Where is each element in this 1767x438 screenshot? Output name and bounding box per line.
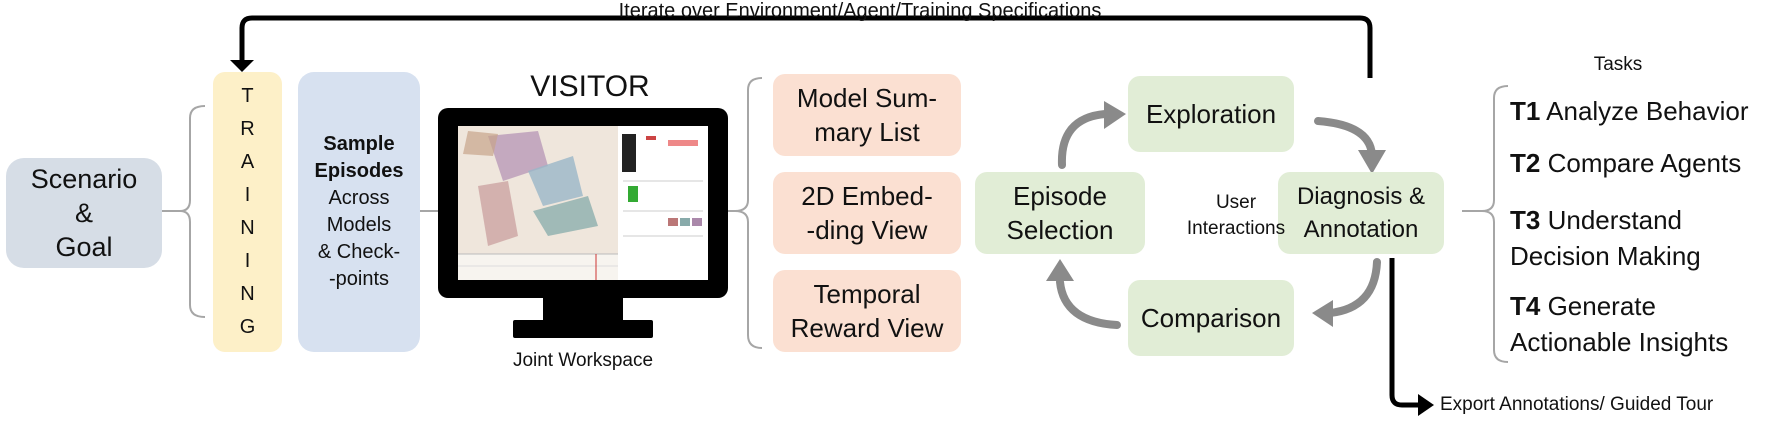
training-bracket xyxy=(179,105,206,318)
views-bracket xyxy=(734,77,763,349)
training-letter: G xyxy=(239,316,256,338)
training-letter: R xyxy=(240,118,255,140)
temporal-reward-view-box: Temporal Reward View xyxy=(773,270,961,352)
task-text: Compare Agents xyxy=(1547,148,1742,178)
view-3-line-2: Reward View xyxy=(790,313,944,343)
sample-line-1: Across xyxy=(328,187,390,209)
task-text-line-2: Actionable Insights xyxy=(1510,327,1729,357)
task-id: T1 xyxy=(1510,96,1541,126)
cycle-arrowhead-exploration xyxy=(1104,101,1126,129)
cycle-arrowhead-diagnosis xyxy=(1358,150,1386,174)
iterate-loop-arrow xyxy=(239,15,1373,60)
diagnosis-line-2: Annotation xyxy=(1303,216,1419,243)
sample-title-line-2: Episodes xyxy=(314,160,404,182)
cycle-arrow-to-diagnosis xyxy=(1314,117,1376,159)
task-id: T4 xyxy=(1510,291,1541,321)
episode-selection-box: Episode Selection xyxy=(975,172,1145,254)
visitor-title: VISITOR xyxy=(530,70,650,103)
training-letter: T xyxy=(241,85,254,107)
task-id: T2 xyxy=(1510,148,1541,178)
iterate-loop-arrowhead xyxy=(230,60,254,72)
episode-selection-line-2: Selection xyxy=(1006,215,1114,245)
task-text-line-1: Generate xyxy=(1547,291,1656,321)
export-arrowhead xyxy=(1418,394,1434,416)
monitor-caption: Joint Workspace xyxy=(512,350,654,371)
view-2-line-1: 2D Embed- xyxy=(801,181,933,211)
export-label: Export Annotations/ Guided Tour xyxy=(1440,394,1714,415)
tasks-bracket xyxy=(1481,85,1509,363)
exploration-label: Exploration xyxy=(1145,99,1277,129)
cycle-arrow-to-comparison xyxy=(1326,258,1381,317)
training-letter: I xyxy=(244,250,251,272)
diagnosis-annotation-box: Diagnosis & Annotation xyxy=(1278,172,1444,254)
scenario-line-1: Scenario xyxy=(30,164,138,194)
tasks-header: Tasks xyxy=(1593,54,1643,75)
task-text: Analyze Behavior xyxy=(1546,96,1749,126)
workspace-screenshot xyxy=(458,126,708,280)
monitor-stand xyxy=(513,320,653,338)
task-t4: T4 Generate Actionable Insights xyxy=(1510,288,1728,360)
user-interactions-label: User Interactions xyxy=(1178,188,1294,244)
sample-title-line-1: Sample xyxy=(323,133,395,155)
sample-line-2: Models xyxy=(326,214,392,236)
cycle-arrowhead-selection xyxy=(1046,259,1074,281)
training-letter: I xyxy=(244,184,251,206)
center-line-2: Interactions xyxy=(1186,218,1286,239)
sample-episodes-box: Sample Episodes Across Models & Check- -… xyxy=(298,72,420,352)
cycle-arrow-to-selection xyxy=(1056,278,1121,329)
task-t1: T1 Analyze Behavior xyxy=(1510,94,1748,128)
training-letter: A xyxy=(240,151,255,173)
training-letter: N xyxy=(240,283,255,305)
comparison-label: Comparison xyxy=(1140,303,1282,333)
scenario-line-3: Goal xyxy=(55,232,113,262)
scenario-goal-box: Scenario & Goal xyxy=(6,158,162,268)
exploration-box: Exploration xyxy=(1128,76,1294,152)
view-3-line-1: Temporal xyxy=(813,279,921,309)
view-1-line-1: Model Sum- xyxy=(796,83,938,113)
comparison-box: Comparison xyxy=(1128,280,1294,356)
embedding-view-box: 2D Embed- -ding View xyxy=(773,172,961,254)
cycle-arrowhead-comparison xyxy=(1312,300,1333,327)
sample-line-3: & Check- xyxy=(317,241,401,263)
training-box: T R A I N I N G xyxy=(213,72,282,352)
view-2-line-2: -ding View xyxy=(806,215,928,245)
task-t2: T2 Compare Agents xyxy=(1510,146,1741,180)
task-text-line-2: Decision Making xyxy=(1510,241,1701,271)
task-text-line-1: Understand xyxy=(1547,205,1682,235)
task-id: T3 xyxy=(1510,205,1541,235)
visitor-monitor xyxy=(438,108,728,340)
episode-selection-line-1: Episode xyxy=(1013,181,1107,211)
scenario-line-2: & xyxy=(74,198,93,228)
training-letter: N xyxy=(240,217,255,239)
monitor-screen xyxy=(458,126,708,280)
cycle-arrow-to-exploration xyxy=(1057,110,1109,169)
export-arrow xyxy=(1389,258,1420,408)
center-line-1: User xyxy=(1215,192,1257,213)
sample-line-4: -points xyxy=(328,268,390,290)
task-t3: T3 Understand Decision Making xyxy=(1510,202,1701,274)
model-summary-view-box: Model Sum- mary List xyxy=(773,74,961,156)
view-1-line-2: mary List xyxy=(814,117,920,147)
diagnosis-line-1: Diagnosis & xyxy=(1296,183,1426,210)
iterate-label: Iterate over Environment/Agent/Training … xyxy=(618,0,1102,22)
